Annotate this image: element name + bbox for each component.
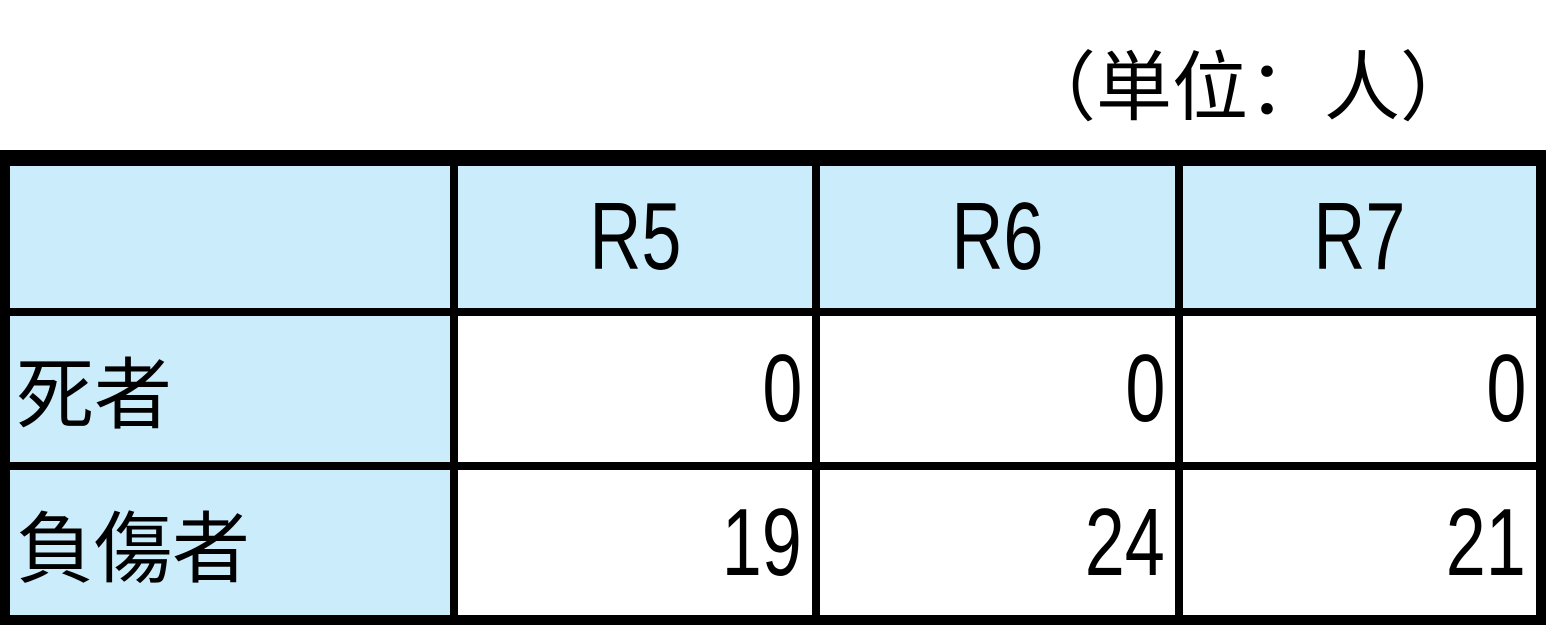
- header-label: R5: [588, 183, 682, 290]
- header-corner-cell: [10, 166, 450, 308]
- cell-deaths-r5: 0: [458, 316, 812, 462]
- cell-value: 0: [761, 335, 802, 442]
- cell-deaths-r7: 0: [1183, 316, 1536, 462]
- header-label: R7: [1313, 183, 1406, 290]
- cell-value: 24: [1084, 488, 1165, 596]
- header-cell-r5: R5: [458, 166, 812, 308]
- header-cell-r7: R7: [1183, 166, 1536, 308]
- cell-injured-r5: 19: [458, 470, 812, 615]
- cell-injured-r6: 24: [820, 470, 1175, 615]
- casualty-table: R5 R6 R7 死者 0 0 0 負傷者 19 24 21: [0, 150, 1546, 625]
- cell-injured-r7: 21: [1183, 470, 1536, 615]
- cell-value: 21: [1445, 488, 1526, 596]
- cell-value: 19: [721, 488, 802, 596]
- header-cell-r6: R6: [820, 166, 1175, 308]
- cell-value: 0: [1124, 335, 1165, 442]
- unit-label: （単位：人）: [1020, 43, 1476, 132]
- row-label-deaths: 死者: [10, 316, 450, 462]
- cell-value: 0: [1485, 335, 1526, 442]
- header-label: R6: [951, 183, 1044, 290]
- row-label-injured: 負傷者: [10, 470, 450, 615]
- cell-deaths-r6: 0: [820, 316, 1175, 462]
